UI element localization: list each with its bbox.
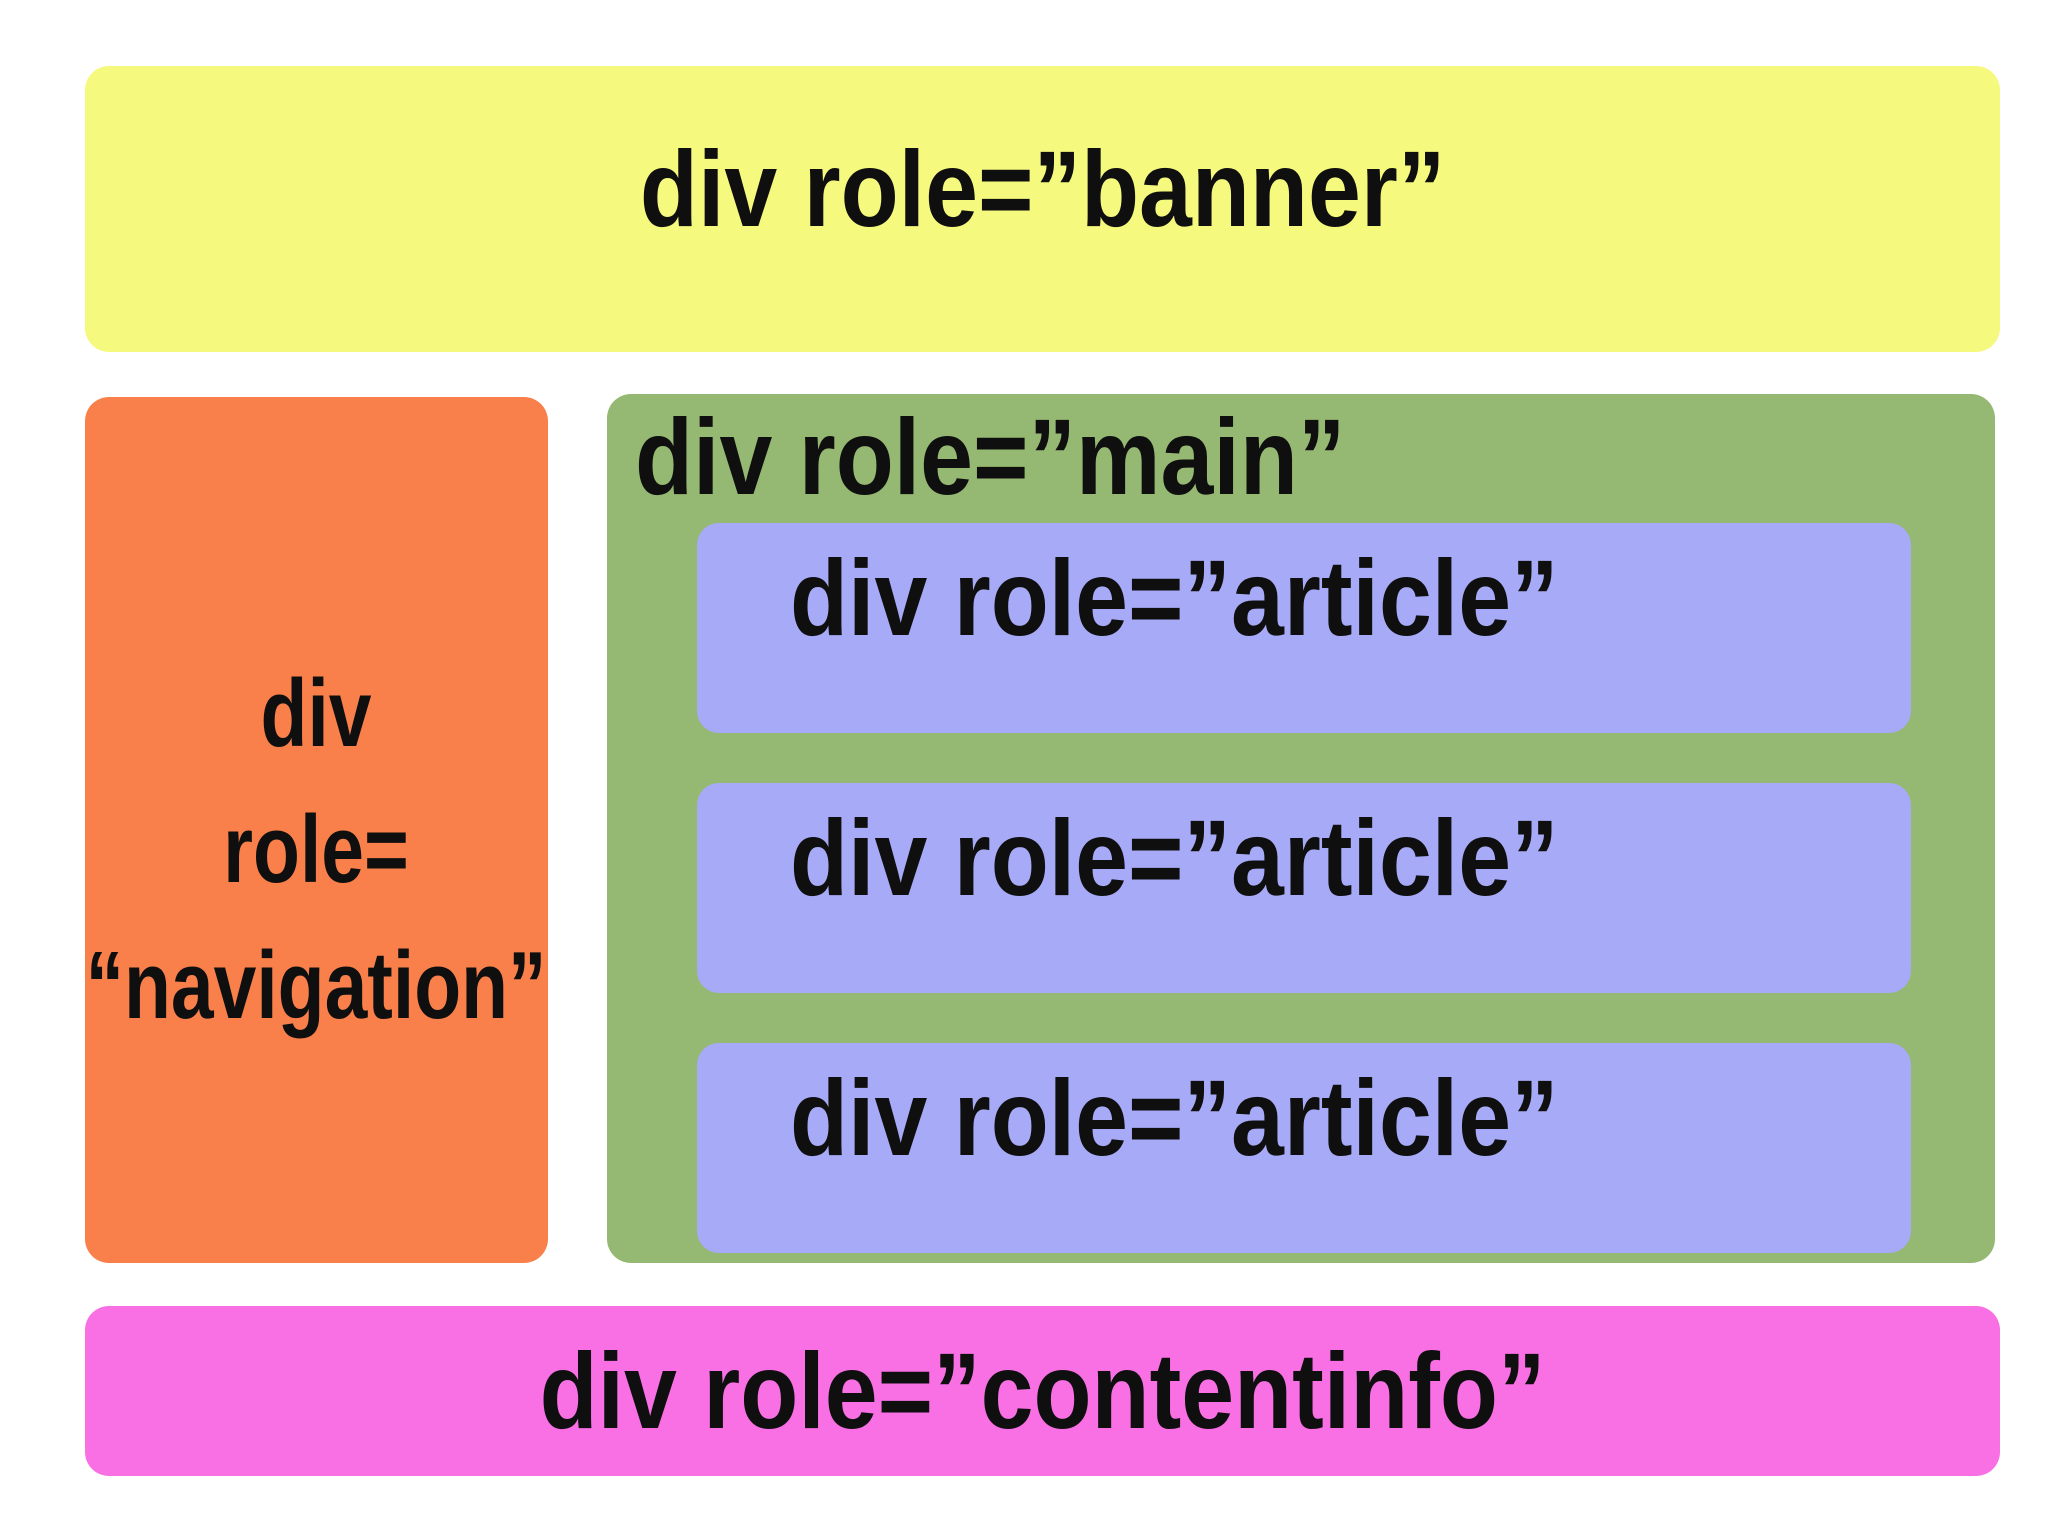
- main-label: div role=”main”: [635, 396, 1346, 517]
- article-box-3: div role=”article”: [697, 1043, 1911, 1253]
- contentinfo-label: div role=”contentinfo”: [539, 1329, 1546, 1451]
- navigation-label-line1: div: [261, 659, 372, 767]
- banner-region: div role=”banner”: [85, 66, 2000, 352]
- article-label: div role=”article”: [790, 797, 1559, 918]
- banner-label: div role=”banner”: [639, 127, 1446, 249]
- contentinfo-region: div role=”contentinfo”: [85, 1306, 2000, 1476]
- navigation-label-line3: “navigation”: [86, 932, 547, 1040]
- navigation-label: div role= “navigation”: [86, 606, 547, 1055]
- article-box-1: div role=”article”: [697, 523, 1911, 733]
- article-box-2: div role=”article”: [697, 783, 1911, 993]
- main-region: div role=”main” div role=”article” div r…: [607, 394, 1995, 1263]
- navigation-region: div role= “navigation”: [85, 397, 548, 1263]
- navigation-label-line2: role=: [223, 795, 410, 903]
- article-label: div role=”article”: [790, 1057, 1559, 1178]
- article-label: div role=”article”: [790, 537, 1559, 658]
